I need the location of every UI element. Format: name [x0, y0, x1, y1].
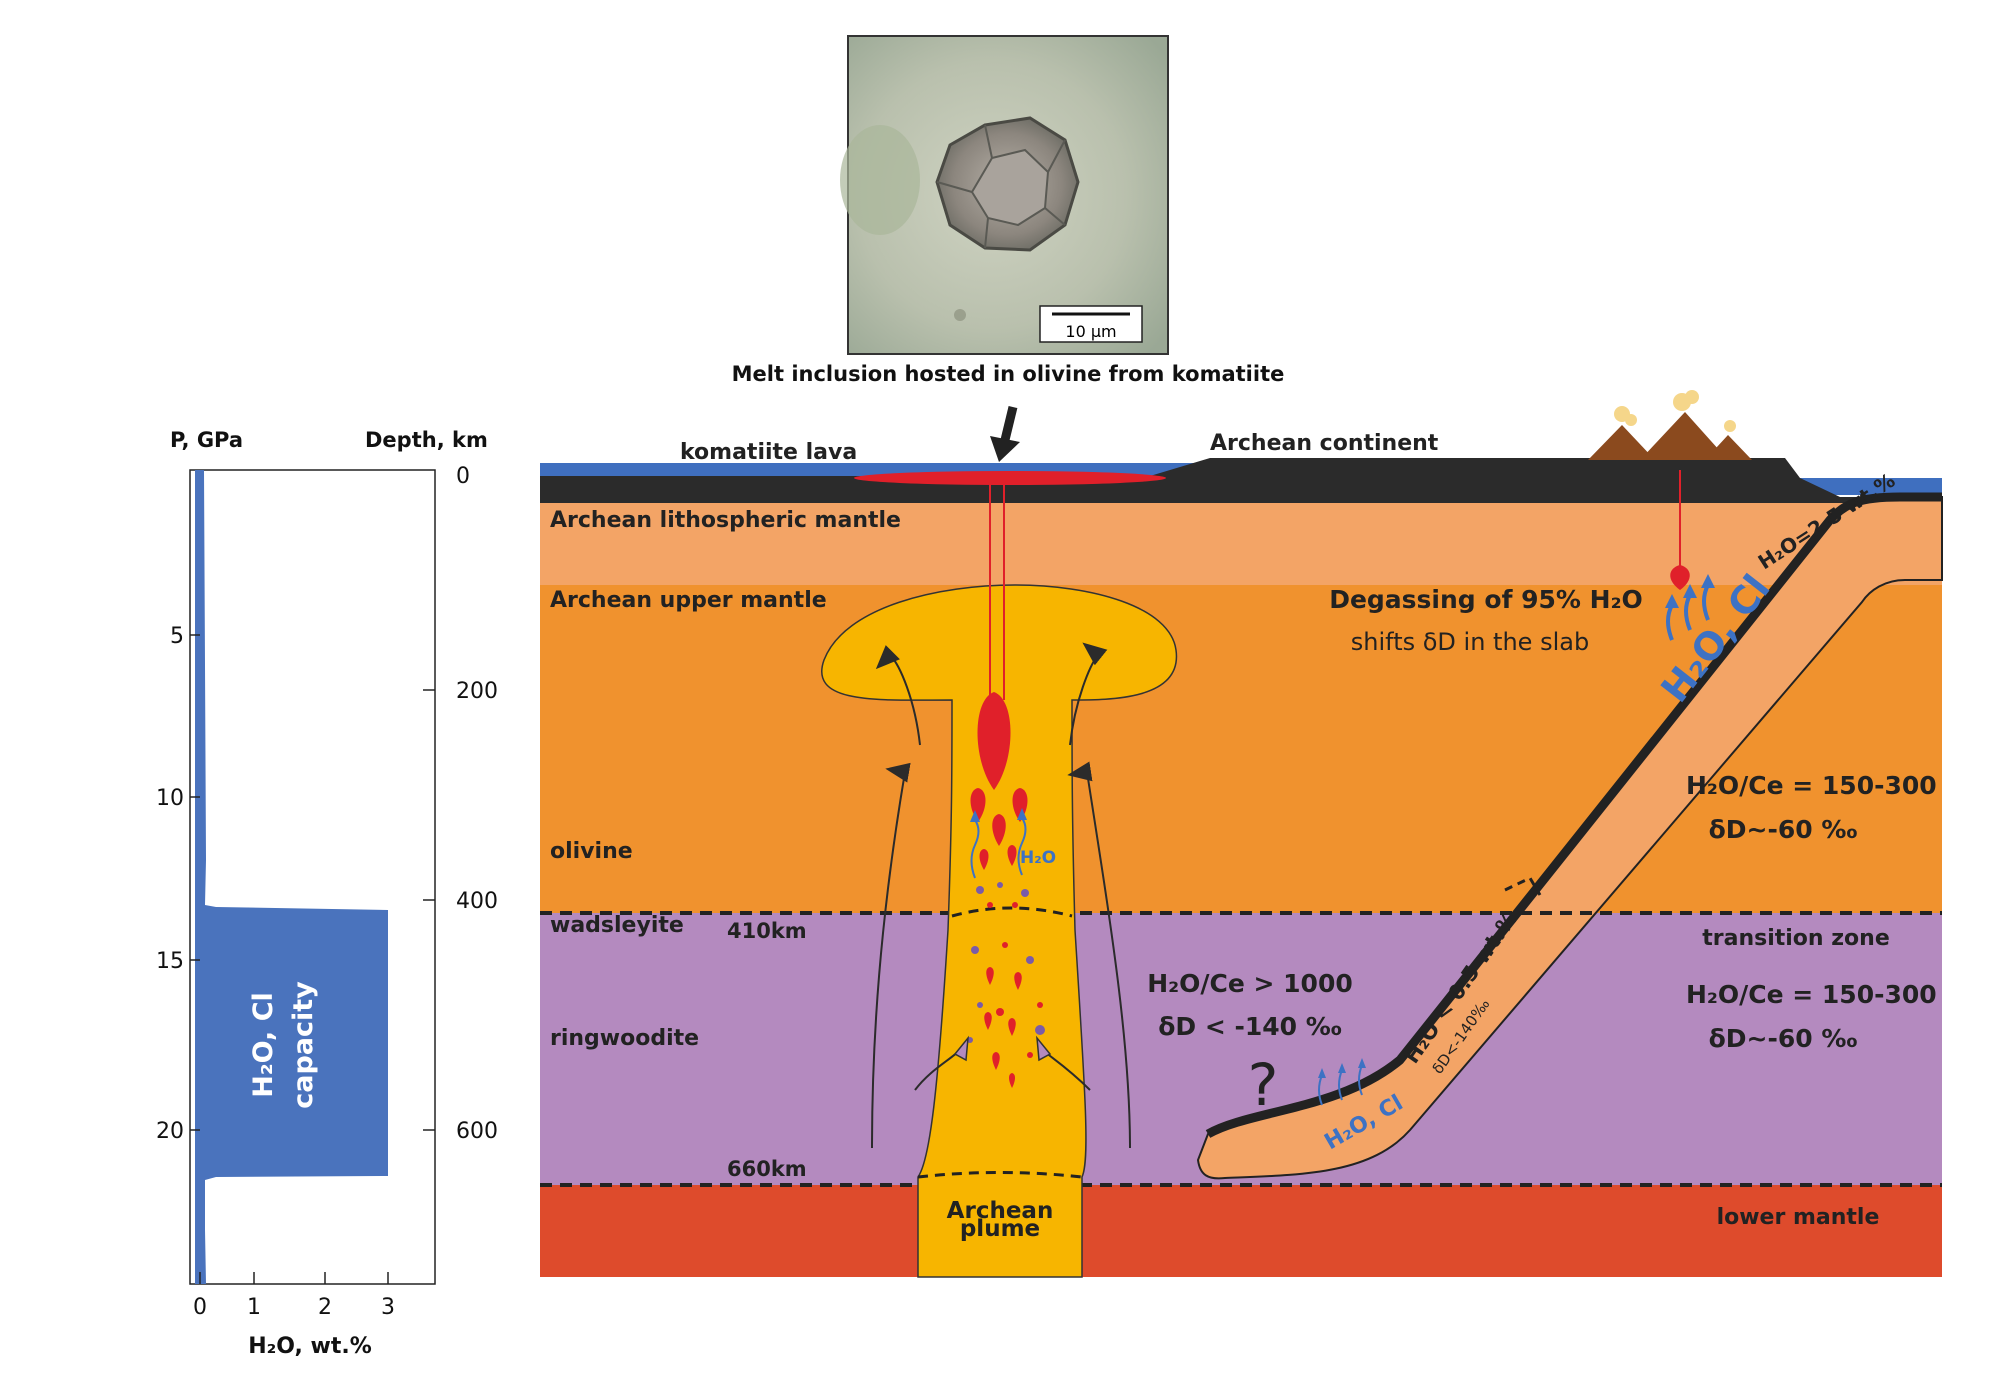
micrograph: 10 µm Melt inclusion hosted in olivine f… [732, 35, 1285, 462]
ringwoodite-label: ringwoodite [550, 1026, 699, 1051]
depth-tick-600: 600 [456, 1119, 498, 1144]
komatiite-lava-flow [854, 471, 1166, 485]
capacity-label-line2: capacity [288, 981, 319, 1109]
pressure-tick-5: 5 [170, 624, 184, 649]
pointer-arrow [990, 405, 1020, 462]
komatiite-lava-label: komatiite lava [680, 440, 857, 465]
plume-label-line1: Archean [947, 1198, 1054, 1224]
depth-axis-title: Depth, km [365, 428, 488, 452]
pressure-ticks: 5 10 15 20 [156, 624, 200, 1144]
x-axis-title: H₂O, wt.% [248, 1334, 372, 1359]
degassing-subtext: shifts δD in the slab [1351, 628, 1589, 656]
upper-mantle-dd: δD~-60 ‰ [1709, 815, 1858, 844]
depth-tick-200: 200 [456, 679, 498, 704]
ocean-right [1790, 478, 1942, 495]
deep-slab-dd: δD < -140 ‰ [1158, 1012, 1342, 1041]
upper-mantle-ratio: H₂O/Ce = 150-300 [1686, 771, 1937, 800]
capacity-fill [195, 470, 388, 1284]
x-tick-0: 0 [193, 1295, 207, 1320]
archean-continent-label: Archean continent [1210, 431, 1439, 456]
pressure-tick-15: 15 [156, 949, 184, 974]
pressure-axis-title: P, GPa [170, 428, 243, 452]
lithospheric-mantle-layer [540, 503, 1942, 585]
volcano-icons [1588, 390, 1752, 460]
olivine-label: olivine [550, 839, 633, 864]
pressure-tick-20: 20 [156, 1119, 184, 1144]
wadsleyite-label: wadsleyite [550, 913, 684, 938]
degassing-label: Degassing of 95% H₂O [1329, 585, 1643, 614]
transition-zone-ratio: H₂O/Ce = 150-300 [1686, 980, 1937, 1009]
lithospheric-mantle-label: Archean lithospheric mantle [550, 508, 901, 533]
micrograph-caption: Melt inclusion hosted in olivine from ko… [732, 362, 1285, 386]
scale-bar-label: 10 µm [1065, 322, 1116, 341]
pressure-tick-10: 10 [156, 786, 184, 811]
plume-label-line2: plume [960, 1216, 1040, 1242]
mantle-cross-section: komatiite lava Archean continent Archean… [540, 390, 1943, 1278]
plume-water-label: H₂O [1020, 848, 1056, 868]
transition-zone-label: transition zone [1702, 926, 1890, 951]
d410-label: 410km [727, 919, 807, 943]
melt-inclusion-crystal [935, 116, 1080, 252]
deep-slab-ratio: H₂O/Ce > 1000 [1147, 969, 1353, 998]
lower-mantle-label: lower mantle [1717, 1205, 1880, 1230]
depth-tick-400: 400 [456, 889, 498, 914]
continental-crust [540, 458, 1942, 503]
water-capacity-profile: P, GPa Depth, km 5 10 15 20 0 200 400 60… [156, 428, 498, 1359]
d660-label: 660km [727, 1157, 807, 1181]
upper-mantle-label: Archean upper mantle [550, 588, 827, 613]
x-tick-2: 2 [318, 1295, 332, 1320]
x-ticks: 0 1 2 3 [193, 1272, 395, 1320]
x-tick-3: 3 [381, 1295, 395, 1320]
depth-ticks: 0 200 400 600 [423, 464, 498, 1144]
capacity-label-line1: H₂O, Cl [248, 992, 279, 1098]
depth-tick-0: 0 [456, 464, 470, 489]
scale-bar-box [1039, 305, 1143, 343]
transition-zone-dd: δD~-60 ‰ [1709, 1024, 1858, 1053]
unknown-question-mark: ? [1248, 1051, 1279, 1119]
x-tick-1: 1 [247, 1295, 261, 1320]
capacity-label: H₂O, Cl capacity [248, 981, 319, 1109]
subducting-slab [1196, 492, 1943, 1180]
arc-melt-drop [1670, 565, 1690, 590]
lower-mantle-layer [540, 1185, 1942, 1277]
archean-plume [821, 478, 1177, 1278]
